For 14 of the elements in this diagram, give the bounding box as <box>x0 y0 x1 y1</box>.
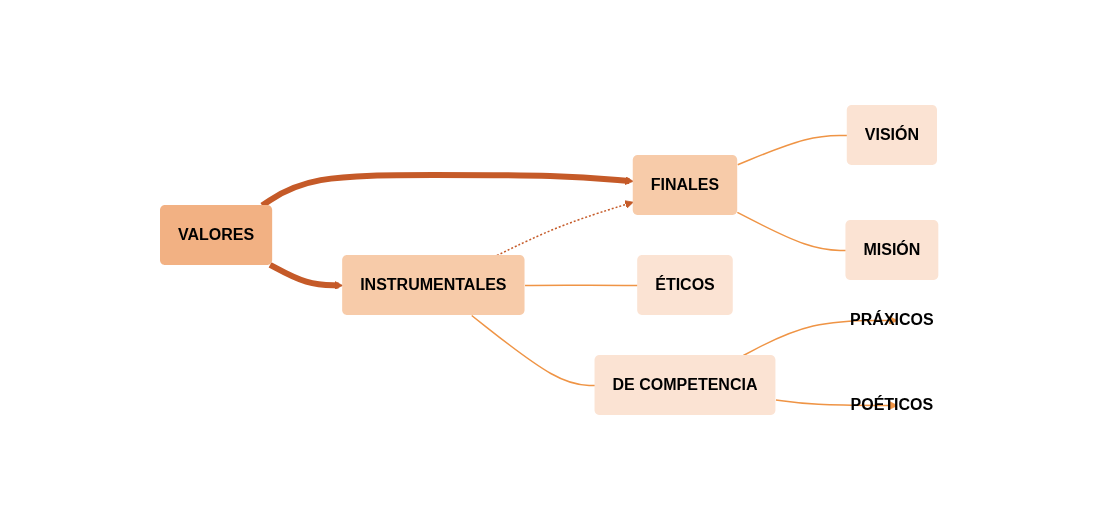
node-box: VALORES <box>160 204 273 265</box>
node-text: POÉTICOS <box>850 395 934 413</box>
connector <box>736 211 847 251</box>
connector <box>737 134 849 165</box>
connector <box>524 283 639 286</box>
node-box: DE COMPETENCIA <box>594 354 776 415</box>
node-box: MISIÓN <box>845 219 939 280</box>
arrow <box>260 171 634 208</box>
node-box: VISIÓN <box>847 104 938 165</box>
arrow <box>268 261 344 290</box>
node-box: INSTRUMENTALES <box>342 254 525 315</box>
node-box: FINALES <box>633 154 738 215</box>
node-text: PRÁXICOS <box>850 310 934 328</box>
node-box: ÉTICOS <box>637 254 734 315</box>
